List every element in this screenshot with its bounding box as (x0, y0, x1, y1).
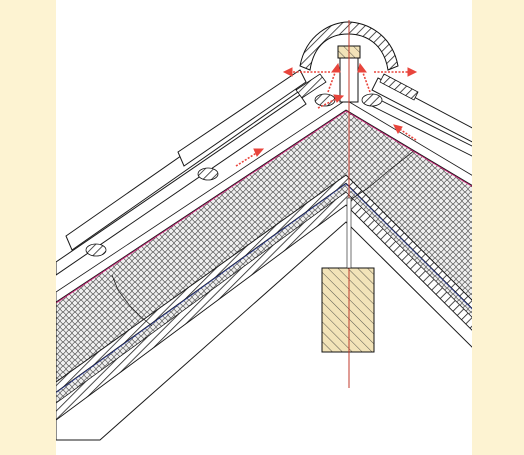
insulation (56, 109, 472, 383)
ridge-tile-edge-right (379, 73, 419, 101)
insulation-joint-right (349, 149, 416, 201)
insulation-joint (111, 274, 153, 327)
airflow-arrows (235, 62, 418, 167)
counter-batten-layer (56, 191, 472, 421)
tile-row-right (371, 77, 472, 143)
tile-batten (197, 167, 219, 181)
tile-overlap-1 (177, 69, 307, 167)
ridge-cap (299, 21, 399, 71)
ridge-tile-edge-left (295, 73, 327, 99)
rafter-band (56, 174, 472, 393)
tile-batten (85, 243, 107, 257)
tile-row-left (56, 94, 307, 276)
ridge-purlin (321, 267, 375, 353)
lower-insulation-strip (56, 182, 472, 404)
tile-batten (361, 93, 383, 107)
sarking-board (56, 99, 472, 303)
purlin-hanger (346, 197, 352, 269)
ceiling-board (56, 204, 472, 441)
